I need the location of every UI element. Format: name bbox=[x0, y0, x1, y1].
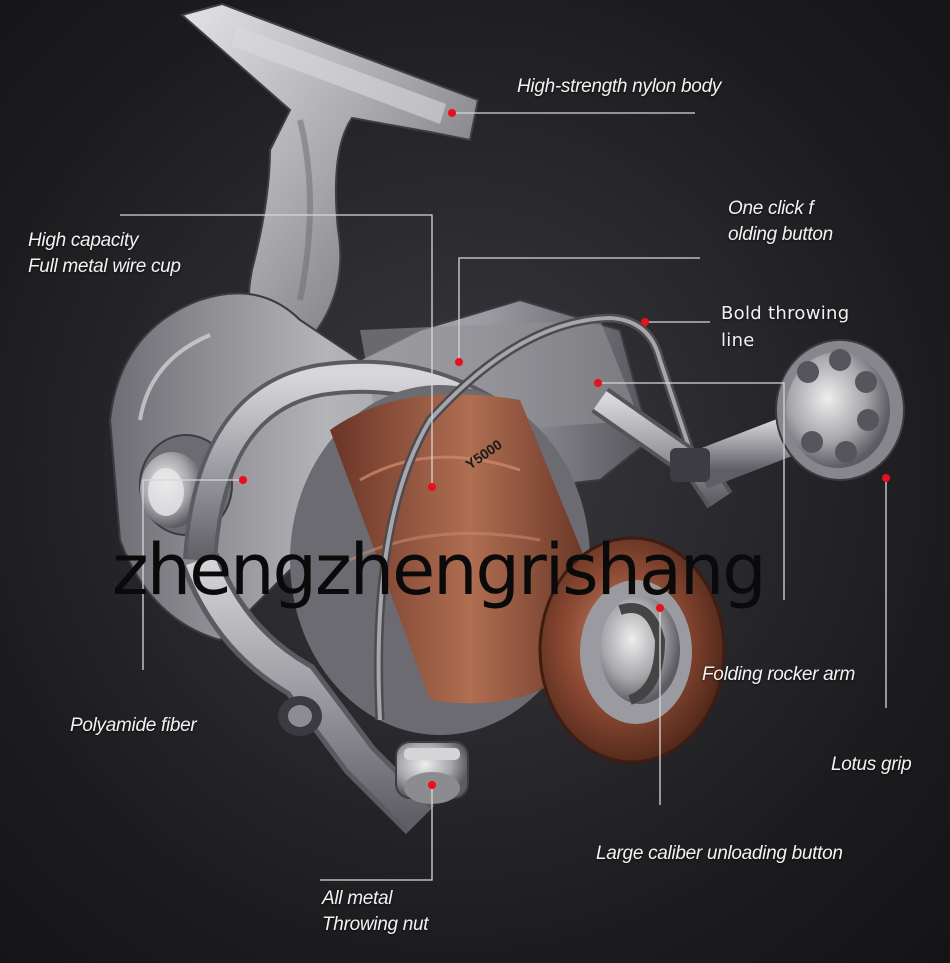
marker-dots bbox=[239, 109, 890, 789]
leader-wire-cup bbox=[120, 214, 433, 487]
reel-foot bbox=[179, 2, 480, 382]
marker-unloading-button bbox=[656, 604, 664, 612]
label-nylon-body: High-strength nylon body bbox=[517, 76, 722, 97]
marker-folding-button bbox=[455, 358, 463, 366]
label-throwing-line: Bold throwing line bbox=[721, 300, 849, 354]
label-lotus-grip: Lotus grip bbox=[831, 754, 912, 775]
watermark-text: zhengzhengrishang bbox=[112, 529, 767, 611]
label-throwing-nut: All metal Throwing nut bbox=[322, 886, 429, 938]
label-throwing-line-line1: Bold throwing bbox=[721, 303, 850, 324]
marker-lotus-grip bbox=[882, 474, 890, 482]
marker-throwing-nut bbox=[428, 781, 436, 789]
label-throwing-nut-line1: All metal bbox=[322, 888, 393, 909]
leader-throwing-nut bbox=[320, 785, 433, 881]
label-folding-button-line1: One click f bbox=[728, 198, 814, 219]
marker-throwing-line bbox=[641, 318, 649, 326]
leader-folding-button bbox=[458, 257, 700, 362]
marker-nylon-body bbox=[448, 109, 456, 117]
label-folding-button: One click f olding button bbox=[728, 196, 833, 248]
leader-polyamide bbox=[142, 479, 243, 670]
spool: Y5000 bbox=[290, 385, 726, 764]
label-throwing-nut-line2: Throwing nut bbox=[322, 914, 429, 935]
marker-polyamide bbox=[239, 476, 247, 484]
label-polyamide: Polyamide fiber bbox=[70, 715, 197, 736]
marker-wire-cup bbox=[428, 483, 436, 491]
label-wire-cup-line2: Full metal wire cup bbox=[28, 256, 181, 277]
label-wire-cup-line1: High capacity bbox=[28, 230, 139, 251]
label-folding-button-line2: olding button bbox=[728, 224, 833, 245]
marker-rocker-arm bbox=[594, 379, 602, 387]
label-rocker-arm: Folding rocker arm bbox=[702, 664, 855, 685]
label-wire-cup: High capacity Full metal wire cup bbox=[28, 228, 181, 280]
leader-lines bbox=[120, 112, 887, 881]
leader-rocker-arm bbox=[598, 382, 785, 600]
label-throwing-line-line2: line bbox=[721, 330, 755, 351]
label-unloading-button: Large caliber unloading button bbox=[596, 843, 843, 864]
lotus-grip-knob bbox=[775, 339, 905, 481]
